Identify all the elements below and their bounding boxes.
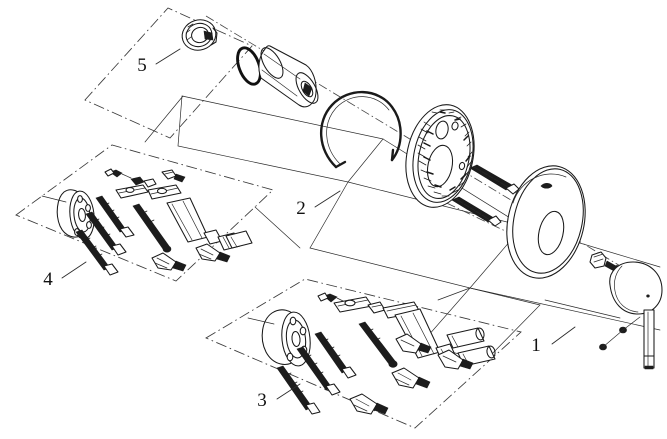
part-upper-small-screw-a [104,168,132,179]
part-upper-long-screw-2 [85,211,127,256]
part-lower-anchor-b [349,393,389,415]
callout-label-1: 1 [531,335,541,356]
part-lower-bushing-a [446,327,485,349]
leader-2 [314,190,341,208]
callout-labels: 1 2 3 4 5 [43,55,541,411]
part-cartridge-cap [181,19,218,51]
part-upper-nut [161,169,186,183]
part-lower-long-screw-3 [276,365,321,415]
part-lower-long-screw-1 [314,331,357,379]
group-box-4 [15,144,274,282]
part-handle-screws-small [599,316,641,351]
callout-label-4: 4 [43,269,53,290]
part-lower-long-screw-4 [358,321,398,368]
group-box-5 [84,7,253,139]
part-valve-backing-plate [405,104,475,208]
part-upper-bushing [225,230,253,249]
callout-leaders [61,48,576,400]
part-lower-long-screw-2 [296,346,341,396]
group-boundaries [15,7,522,429]
part-lower-anchor-c [395,333,432,354]
part-mounting-screw-lower [451,196,502,227]
part-lower-anchor-a [391,367,431,389]
leader-4 [61,261,87,279]
part-retaining-clip [319,90,402,169]
callout-label-5: 5 [137,55,147,76]
group-box-3 [205,278,522,429]
part-escutcheon-plate [506,165,586,279]
part-upper-anchor-a [151,252,187,272]
part-upper-long-screw-1 [95,195,135,238]
part-lower-small-screw-a [317,292,348,304]
part-upper-long-screw-3 [75,229,119,276]
part-o-ring-seal [236,46,262,86]
part-lever-handle [609,261,663,370]
part-handle-set-screw [589,251,621,272]
part-upper-sleeve-a [115,184,149,199]
part-lower-anchor-d [437,349,474,370]
leader-5 [155,48,181,65]
callout-label-3: 3 [257,390,267,411]
group-extension-kit-lower [247,292,496,415]
part-upper-sleeve-b [147,184,182,200]
group-extension-kit-upper [41,168,253,276]
part-upper-small-screw-b [130,176,157,188]
callout-label-2: 2 [296,198,306,219]
leader-1 [551,326,576,345]
part-mounting-screw-upper [469,164,520,195]
part-valve-cartridge-body [258,45,319,108]
part-extension-body-lower [247,309,311,367]
part-upper-anchor-b [195,243,231,263]
part-upper-long-screw-4 [132,203,172,253]
leader-3 [276,383,301,400]
